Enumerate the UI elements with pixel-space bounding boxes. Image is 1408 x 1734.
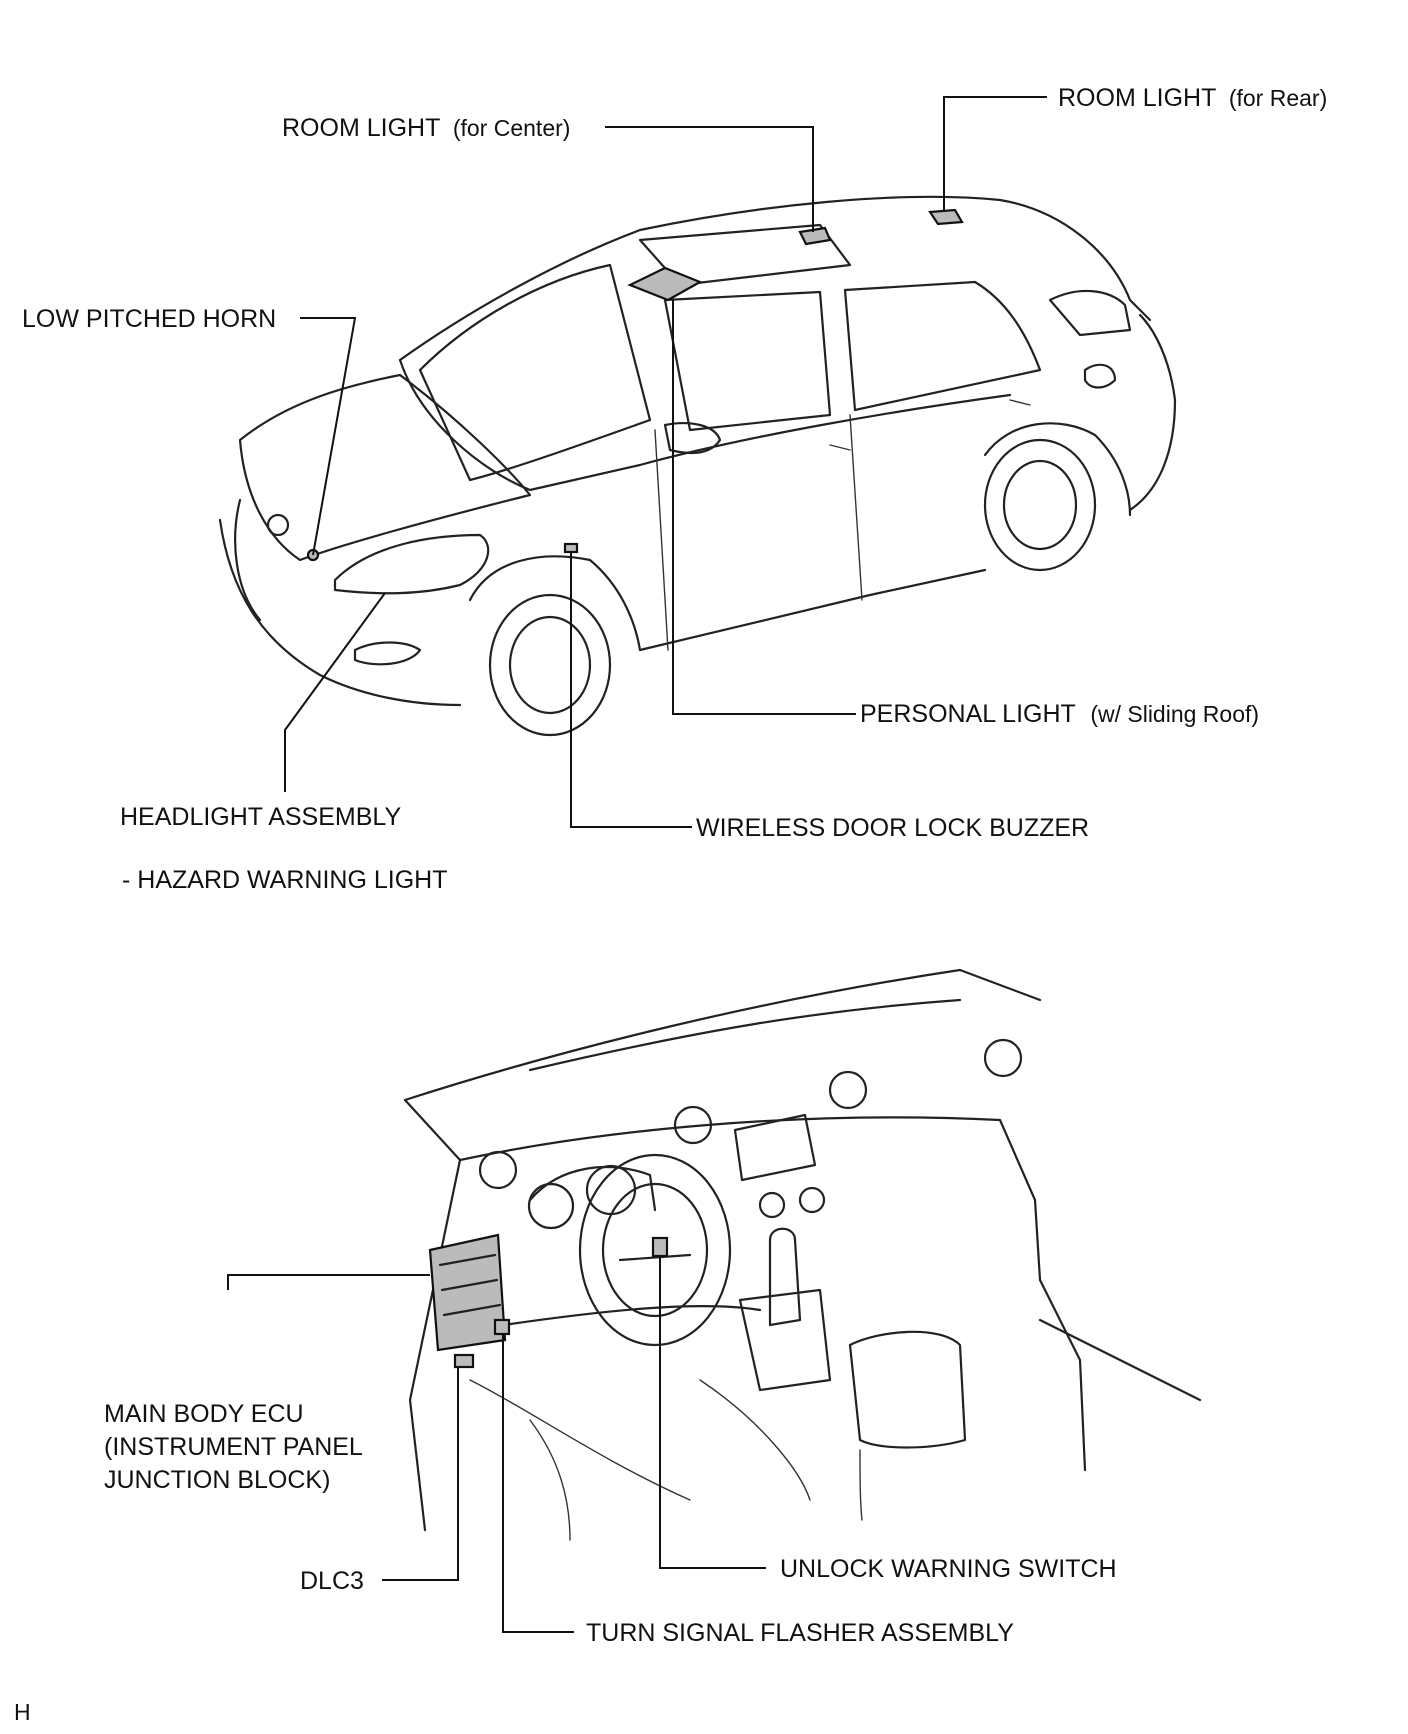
dlc3-part [453,1353,475,1369]
car-exterior-drawing [218,195,1177,737]
label-hazard-warning-light: - HAZARD WARNING LIGHT [122,866,447,894]
leader-lines [227,96,1047,1633]
label-wireless-door-lock-buzzer: WIRELESS DOOR LOCK BUZZER [696,814,1089,842]
flasher-part [493,1318,511,1336]
footer-code: H [14,1699,31,1725]
label-room-light-rear: ROOM LIGHT (for Rear) [1058,84,1327,112]
label-main-body-ecu-line1: MAIN BODY ECU [104,1400,304,1428]
label-dlc3: DLC3 [300,1567,364,1595]
label-low-pitched-horn: LOW PITCHED HORN [22,305,276,333]
main-body-ecu-part [428,1233,507,1352]
label-headlight-assembly: HEADLIGHT ASSEMBLY [120,803,401,831]
label-main-body-ecu-line2: (INSTRUMENT PANEL [104,1433,363,1461]
room-light-rear-part [928,208,964,226]
buzzer-part [563,542,579,554]
callout-labels: ROOM LIGHT (for Rear) ROOM LIGHT (for Ce… [14,84,1327,1725]
dashboard-interior-drawing [403,968,1202,1541]
label-main-body-ecu-line3: JUNCTION BLOCK) [104,1466,330,1494]
unlock-switch-part [651,1236,669,1258]
label-personal-light: PERSONAL LIGHT (w/ Sliding Roof) [860,700,1259,728]
label-room-light-center: ROOM LIGHT (for Center) [282,114,570,142]
label-turn-signal-flasher: TURN SIGNAL FLASHER ASSEMBLY [586,1619,1014,1647]
room-light-center-part [627,266,703,302]
room-light-front-part [798,226,832,246]
label-unlock-warning-switch: UNLOCK WARNING SWITCH [780,1555,1117,1583]
